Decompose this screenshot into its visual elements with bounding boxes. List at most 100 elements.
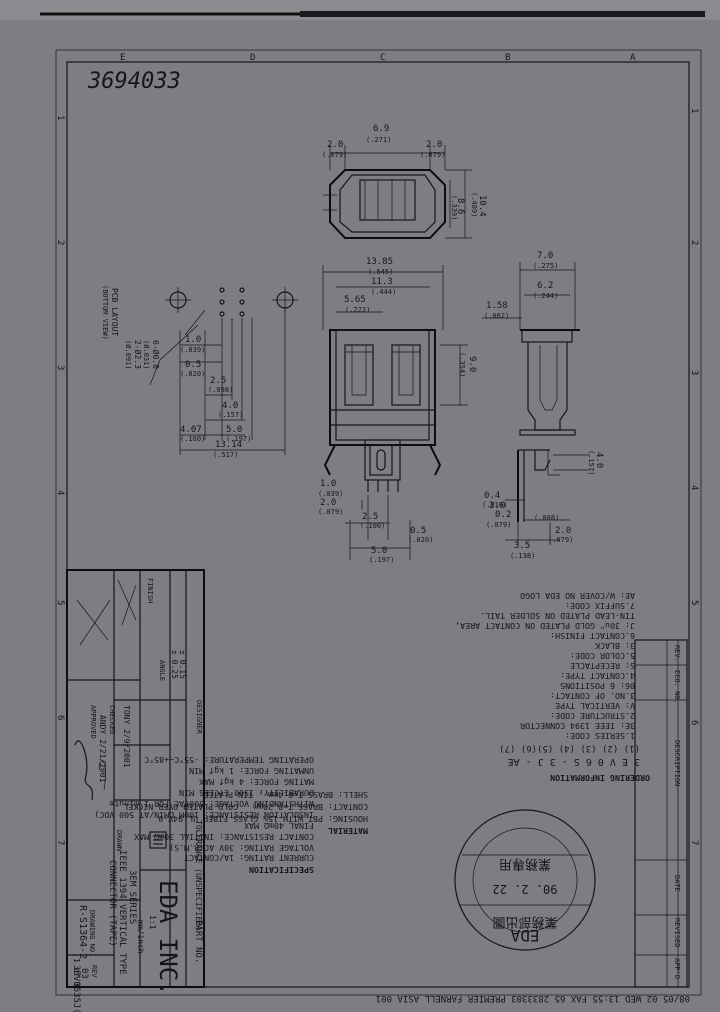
ordering-line-5: 06: 6 POSITIONS (560, 681, 635, 691)
rev-eco-label: ECO. NO. (673, 670, 681, 704)
grid-letter-b: B (505, 53, 510, 63)
pcb-hole: 6-Ø0.8 (151, 340, 161, 369)
pcb-d2: 0.5 (185, 360, 201, 370)
pcb-layout (149, 287, 298, 455)
dim-top-inner: 8.6 (455, 198, 465, 214)
ordering-line-6: 4.CONTACT TYPE: (560, 671, 635, 681)
top-view (323, 145, 472, 239)
border-frame (55, 49, 702, 996)
spec-line-5: WITHSTANDING VOLTAGE: 500VAC FOR 1 minut… (109, 799, 314, 809)
signature-checked (98, 760, 106, 791)
dim-front-half: 5.65 (344, 295, 366, 305)
pcb-hole-in: (Ø.031) (142, 340, 150, 370)
grid-num-r2: 2 (689, 240, 699, 245)
pcb-d1: 1.0 (185, 335, 201, 345)
ordering-title: ORDERING INFORMATION (550, 773, 650, 783)
grid-num-l3: 3 (55, 365, 65, 370)
grid-letter-a: A (630, 53, 636, 63)
tb-part-label: PART NO. (193, 920, 203, 963)
tb-unit: mm/inch (136, 920, 145, 954)
grid-num-r4: 4 (689, 485, 699, 490)
dim-side-post-in: (.079) (548, 536, 573, 544)
material-line-2: SHELL: BRASS T=0.4mm , TIN PLATED (203, 790, 368, 800)
dim-top-center-in: (.271) (366, 136, 391, 144)
ordering-line-9: 3: BLACK (595, 641, 635, 651)
dim-side-offset-in: (.062) (484, 312, 509, 320)
ordering-code: 3 E V 0 6 S - 3 J - AE (508, 756, 640, 767)
pcb-sublabel: (BOTTOM VIEW) (101, 285, 109, 340)
pcb-d7: 13.14 (215, 440, 242, 450)
dim-front-inner: 11.3 (371, 277, 393, 287)
dim-top-left: 2.0 (327, 140, 343, 150)
tb-rev-value: 03 (79, 968, 89, 979)
dim-side-post: 2.0 (555, 526, 571, 536)
tb-drawn-label: DRAWN (115, 830, 123, 851)
spec-line-0: CURRENT RATING: 1A/CONTACT (184, 853, 314, 863)
spec-line-1: VOLTAGE RATING: 30V AC(R.M.S) (169, 843, 314, 853)
pcb-d5-in: (.160) (180, 435, 205, 443)
approval-stamp (454, 809, 596, 951)
dim-front-pin-d-in: (.020) (408, 536, 433, 544)
dim-side-foot3-in: (.008) (534, 514, 559, 522)
ordering-line-1: 3E: IEEE 1394 CONNECTOR (520, 721, 635, 731)
pcb-d3-in: (.098) (208, 386, 233, 394)
tb-desc2: CONNECTOR (TAPE) (107, 860, 117, 947)
tb-scale: 1:1 (148, 915, 157, 930)
pcb-label: PCB LAYOUT (110, 288, 119, 336)
grid-letter-d: D (250, 53, 255, 63)
dim-front-height: 9.0 (467, 356, 477, 372)
outer-frame (66, 61, 690, 988)
material-block: MATERIAL HOUSING: PBT WITH 15% GLASS FIB… (123, 790, 368, 836)
tb-checked-value: ANDY 2/21/2001 (98, 715, 107, 783)
grid-num-l6: 6 (55, 715, 65, 720)
dim-side-foot: 0.4 (484, 491, 500, 501)
dim-front-inner-in: (.444) (371, 288, 396, 296)
pcb-d4-in: (.157) (218, 411, 243, 419)
tb-drawn-value: TONY 2/9/2001 (122, 705, 131, 768)
ordering-line-2: 2.STRUCTURE CODE: (550, 711, 635, 721)
material-line-0: HOUSING: PBT WITH 15% GLASS FIBER UL 94V… (158, 814, 368, 824)
dim-side-width-in: (.275) (533, 262, 558, 270)
dim-front-pin-d: 0.5 (410, 526, 426, 536)
dim-front-pin-b-in: (.079) (318, 508, 343, 516)
spec-line-7: MATING FORCE: 4 kgf MAX (199, 777, 314, 787)
tb-tol1: ± 0.15 (178, 650, 187, 679)
grid-num-r1: 1 (689, 108, 699, 113)
ordering-block: ORDERING INFORMATION 3 E V 0 6 S - 3 J -… (455, 591, 650, 783)
tb-company: EDA INC. (154, 880, 182, 996)
dim-side-height: 4.0 (594, 452, 604, 468)
dim-front-pin-c-in: (.100) (360, 522, 385, 530)
dim-front-pin-c: 2.5 (362, 512, 378, 522)
spec-line-8: UNMATING FORCE: 1 kgf MIN (189, 766, 314, 776)
ordering-line-3: V: VERTICAL TYPE (555, 701, 635, 711)
pcb-d6: 5.0 (226, 425, 242, 435)
grid-num-l5: 5 (55, 600, 65, 605)
tb-approved-label: APPROVED (89, 705, 97, 739)
dim-top-height-in: (.409) (470, 192, 478, 217)
grid-num-r6: 6 (689, 720, 699, 725)
tb-drawing-no-label: DRAWING NO. (88, 910, 96, 956)
spec-line-6: DURABILITY: 1500 CYCLES MIN (179, 788, 314, 798)
dim-front-pin-b: 2.0 (320, 498, 336, 508)
dim-side-inner-in: (.244) (533, 292, 558, 300)
ordering-line-4: 3.NO. OF CONTACT: (550, 691, 635, 701)
pcb-d5: 4.07 (180, 425, 202, 435)
rev-description-label: DESCRIPTION (673, 740, 681, 786)
spec-line-2: CONTACT RESISTANCE: INITIAL 30mΩ MAX (134, 832, 314, 842)
dim-side-foot2: 2.0 (489, 501, 505, 511)
signature-approved (74, 740, 94, 801)
tb-rev-label: REV (90, 965, 98, 978)
grid-num-l4: 4 (55, 490, 65, 495)
ordering-line-10: 6.CONTACT FINISH: (550, 631, 635, 641)
dim-front-pin-e-in: (.197) (369, 556, 394, 564)
title-block (66, 569, 205, 988)
front-view (322, 265, 468, 560)
tb-tolerance-label: TOLERANCE (UNSPECIFIED) (194, 820, 203, 931)
grid-num-l7: 7 (55, 840, 65, 845)
ordering-line-13: 7.SUFFIX CODE: (565, 601, 635, 611)
dim-side-width: 7.0 (537, 251, 553, 261)
grid-num-l2: 2 (55, 240, 65, 245)
stamp-line1: 業務部出圖 (492, 914, 557, 930)
grid-letter-e: E (120, 53, 125, 63)
